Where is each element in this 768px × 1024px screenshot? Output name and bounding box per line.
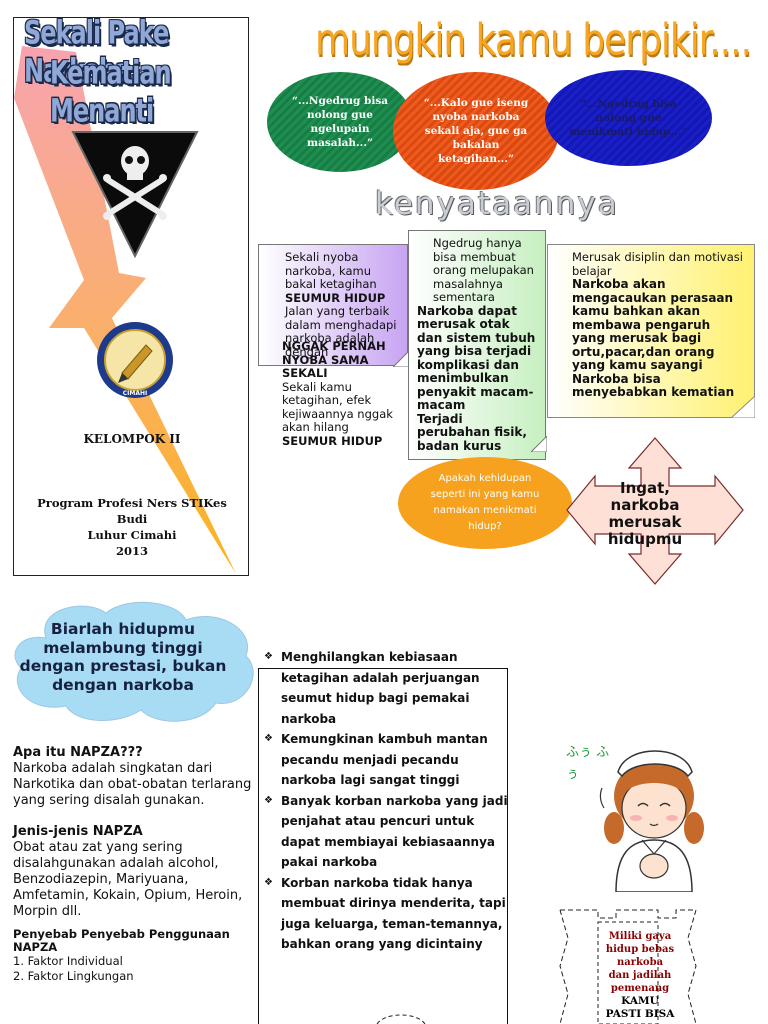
- bullet-list: Menghilangkan kebiasaan ketagihan adalah…: [262, 647, 512, 955]
- dashed-shape-fragment: [376, 1014, 426, 1024]
- fact-emphasis: SEUMUR HIDUP: [285, 290, 386, 305]
- winner-line: Miliki gaya hidup bebas narkoba dan jadi…: [605, 931, 675, 994]
- napza-factor: 1. Faktor Individual: [13, 954, 123, 968]
- slogan-text: Biarlah hidupmu melambung tinggi dengan …: [19, 620, 227, 694]
- napza-heading: Apa itu NAPZA???: [13, 745, 143, 760]
- pen-nib-logo-icon: CIMAHI: [97, 322, 173, 398]
- sub-heading: kenyataannya: [375, 186, 619, 222]
- winner-emphasis: KAMU PASTI BISA: [605, 995, 675, 1020]
- cover-title-line1: Sekali Pake Narkoba...: [24, 17, 169, 90]
- page-curl-icon: [531, 436, 547, 452]
- question-oval: Apakah kehidupan seperti ini yang kamu n…: [398, 457, 572, 549]
- arrow-message: Ingat, narkoba merusak hidupmu: [607, 479, 683, 548]
- nurse-sigh-text: ふぅ ふぅ: [566, 745, 610, 782]
- fact-note-yellow: Merusak disiplin dan motivasi belajar Na…: [547, 244, 755, 418]
- group-label: KELOMPOK II: [83, 432, 181, 446]
- napza-text: Obat atau zat yang sering disalahgunakan…: [13, 840, 243, 919]
- list-item: Korban narkoba tidak hanya membuat dirin…: [262, 873, 512, 955]
- thought-oval-green: “...Ngedrug bisa nolong gue ngelupain ma…: [267, 72, 413, 172]
- program-year: 2013: [115, 544, 148, 558]
- cover-panel: Sekali Pake Narkoba... Kematian Menanti …: [13, 17, 249, 576]
- list-item: Menghilangkan kebiasaan ketagihan adalah…: [262, 647, 512, 729]
- fact-text: Ngedrug hanya bisa membuat orang melupak…: [433, 236, 534, 304]
- napza-heading: Penyebab Penyebab Penggunaan NAPZA: [13, 927, 230, 954]
- fact-text: Merusak disiplin dan motivasi belajar: [572, 250, 743, 278]
- list-item: Banyak korban narkoba yang jadi penjahat…: [262, 791, 512, 873]
- fact-emphasis: NGGAK PERNAH NYOBA SAMA SEKALI: [282, 339, 386, 380]
- napza-heading: Jenis-jenis NAPZA: [13, 824, 143, 839]
- fact-note-purple-tail: NGGAK PERNAH NYOBA SAMA SEKALI Sekali ka…: [282, 339, 408, 448]
- fact-text: Sekali kamu ketagihan, efek kejiwaannya …: [282, 379, 393, 434]
- program-info: Program Profesi Ners STIKes Budi Luhur C…: [24, 495, 240, 559]
- cover-title-line2: Kematian Menanti: [50, 54, 172, 130]
- napza-text: Narkoba adalah singkatan dari Narkotika …: [13, 761, 252, 808]
- fact-note-purple: Sekali nyoba narkoba, kamu bakal ketagih…: [258, 244, 408, 366]
- fact-text: Jalan yang terbaik dalam menghadapi nark…: [285, 304, 397, 359]
- four-way-arrow-graphic: [566, 437, 744, 585]
- fact-note-green: Ngedrug hanya bisa membuat orang melupak…: [408, 230, 546, 460]
- napza-info: Apa itu NAPZA??? Narkoba adalah singkata…: [13, 745, 258, 984]
- page-curl-icon: [393, 351, 409, 367]
- page-curl-icon: [731, 396, 755, 418]
- fact-emphasis: Narkoba bisa menyebabkan kematian: [572, 371, 735, 399]
- fact-emphasis: Terjadi perubahan fisik, badan kurus: [417, 411, 527, 453]
- winner-frame: [559, 909, 697, 1024]
- fact-emphasis: SEUMUR HIDUP: [282, 433, 383, 448]
- napza-factor: 2. Faktor Lingkungan: [13, 969, 134, 983]
- thought-oval-blue: “...Ngedrug bisa nolong gue menikmati hi…: [545, 70, 712, 166]
- skull-crossbones-icon: [71, 131, 199, 259]
- list-item: Kemungkinan kambuh mantan pecandu menjad…: [262, 729, 512, 791]
- nurse-illustration: [599, 750, 704, 892]
- fact-emphasis: Narkoba akan mengacaukan perasaan kamu b…: [572, 277, 734, 372]
- program-line2: Luhur Cimahi: [87, 528, 177, 542]
- logo-label: CIMAHI: [123, 390, 148, 397]
- main-heading: mungkin kamu berpikir....: [315, 16, 752, 66]
- lightning-bolt-graphic: [14, 46, 236, 574]
- program-line1: Program Profesi Ners STIKes Budi: [37, 496, 227, 526]
- fact-text: Sekali nyoba narkoba, kamu bakal ketagih…: [285, 250, 377, 291]
- fact-emphasis: Narkoba dapat merusak otak dan sistem tu…: [417, 303, 536, 412]
- cloud-shape: [14, 601, 254, 722]
- winner-message: Miliki gaya hidup bebas narkoba dan jadi…: [605, 930, 675, 1021]
- thought-oval-orange: “...Kalo gue iseng nyoba narkoba sekali …: [393, 72, 559, 190]
